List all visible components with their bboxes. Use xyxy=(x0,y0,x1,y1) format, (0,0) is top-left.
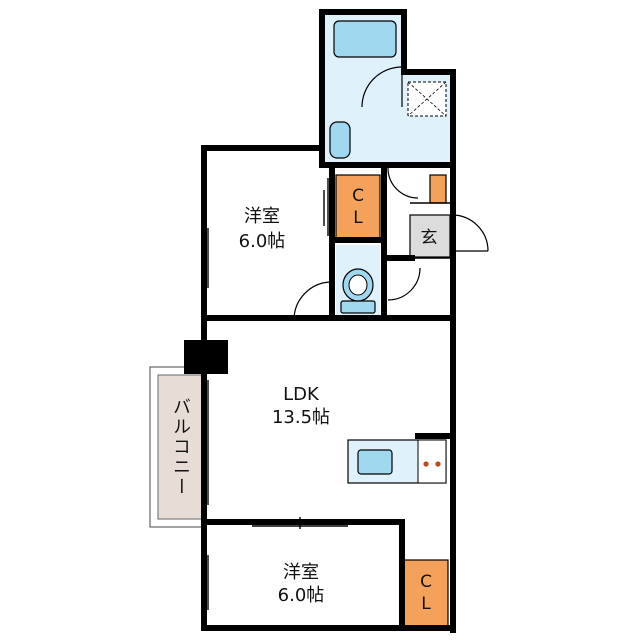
door-swings xyxy=(293,66,489,321)
room-size-ldk: 13.5帖 xyxy=(272,407,330,428)
room-name-ldk: LDK xyxy=(283,384,320,405)
kitchen-counter xyxy=(347,439,447,484)
toilet-icon xyxy=(340,268,376,314)
kitchen-sink-icon xyxy=(357,449,393,475)
room-size-western-bottom: 6.0帖 xyxy=(278,585,325,606)
stove-icon xyxy=(417,439,447,484)
labels: 洋室 6.0帖 LDK 13.5帖 洋室 6.0帖 C L C L 玄 バルコニ… xyxy=(170,186,438,614)
closet-top-label-l: L xyxy=(353,208,363,228)
closet-bottom-label-c: C xyxy=(420,572,432,592)
closet-top-label-c: C xyxy=(352,186,364,206)
closet-top xyxy=(335,174,381,240)
washbasin-icon xyxy=(329,121,351,159)
closet-bottom-label-l: L xyxy=(421,594,431,614)
balcony-floor xyxy=(157,374,203,520)
balcony xyxy=(149,366,203,528)
toilet-room xyxy=(336,245,380,315)
entrance-floor xyxy=(409,214,451,258)
washer-pan-icon xyxy=(407,81,447,117)
entrance-label: 玄 xyxy=(421,228,438,248)
closet-bottom xyxy=(403,559,449,627)
column xyxy=(184,340,228,374)
bathtub-icon xyxy=(333,20,397,58)
room-name-western-top: 洋室 xyxy=(244,206,280,227)
walls xyxy=(184,9,456,633)
closet-entrance-small xyxy=(429,174,447,204)
room-name-western-bottom: 洋室 xyxy=(283,562,319,583)
balcony-label: バルコニー xyxy=(170,397,191,497)
bathroom-area xyxy=(325,13,453,165)
room-size-western-top: 6.0帖 xyxy=(239,231,286,252)
